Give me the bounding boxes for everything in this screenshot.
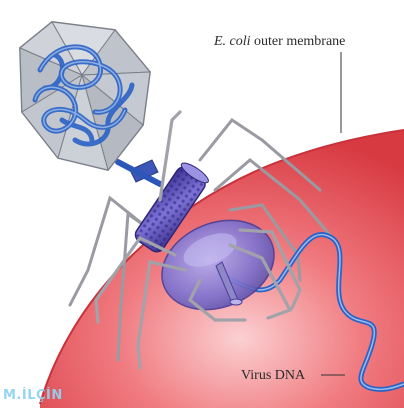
membrane-species-text: E. coli bbox=[214, 34, 251, 49]
membrane-rest-text: outer membrane bbox=[254, 34, 345, 49]
virus-dna-label: Virus DNA bbox=[241, 369, 305, 383]
watermark: M.İLÇİN bbox=[3, 388, 63, 403]
capsid-head bbox=[20, 22, 150, 170]
ecoli-outer-membrane-label: E. coli outer membrane bbox=[214, 35, 345, 49]
